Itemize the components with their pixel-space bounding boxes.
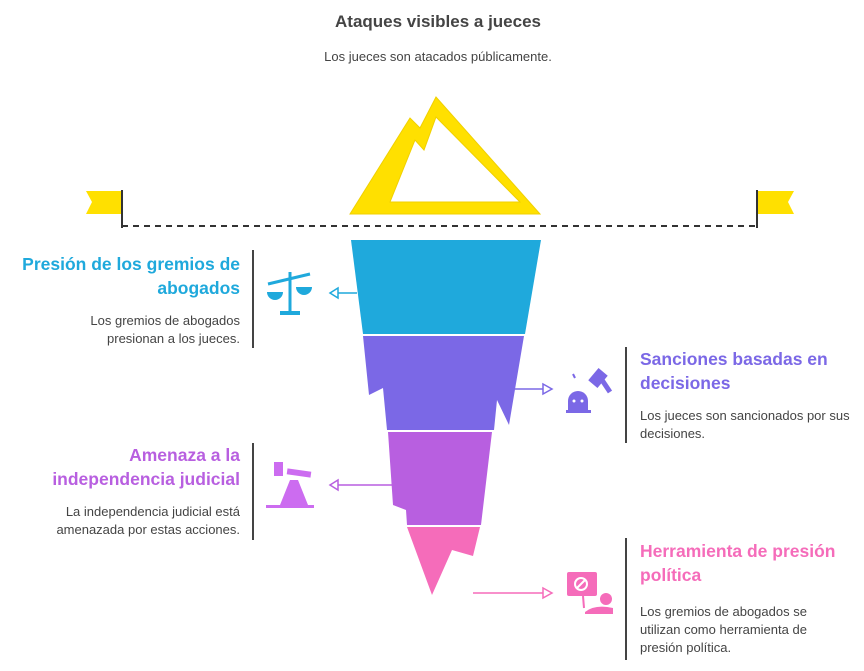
arrow-layer-4 <box>473 586 554 600</box>
layer-2-title: Sanciones basadas en decisiones <box>640 349 828 393</box>
divider-layer-2 <box>625 347 627 443</box>
flag-right-icon <box>758 191 794 214</box>
protest-sign-icon <box>567 572 613 614</box>
layer-3-title: Amenaza a la independencia judicial <box>52 445 240 489</box>
layer-2-shape <box>363 336 524 430</box>
scales-icon <box>267 272 312 315</box>
layer-1-title: Presión de los gremios de abogados <box>22 254 240 298</box>
layer-4-shape <box>407 527 480 595</box>
top-description: Los jueces son atacados públicamente. <box>324 49 552 64</box>
arrow-layer-2 <box>515 382 554 396</box>
layer-3-description: La independencia judicial está amenazada… <box>56 504 240 537</box>
iceberg-tip <box>349 96 542 215</box>
top-title: Ataques visibles a jueces <box>335 12 541 31</box>
divider-layer-3 <box>252 443 254 540</box>
arrow-layer-1 <box>328 286 357 300</box>
layer-4-description: Los gremios de abogados se utilizan como… <box>640 604 807 655</box>
layer-4-title: Herramienta de presión política <box>640 541 836 585</box>
arrow-layer-3 <box>328 478 392 492</box>
layer-1-shape <box>351 240 541 334</box>
flag-left-icon <box>86 191 121 214</box>
divider-layer-1 <box>252 250 254 348</box>
gavel-icon <box>566 368 613 413</box>
divider-layer-4 <box>625 538 627 660</box>
broken-gavel-icon <box>266 462 314 508</box>
layer-3-shape <box>388 432 492 525</box>
layer-1-description: Los gremios de abogados presionan a los … <box>90 313 240 346</box>
layer-2-description: Los jueces son sancionados por sus decis… <box>640 408 850 441</box>
